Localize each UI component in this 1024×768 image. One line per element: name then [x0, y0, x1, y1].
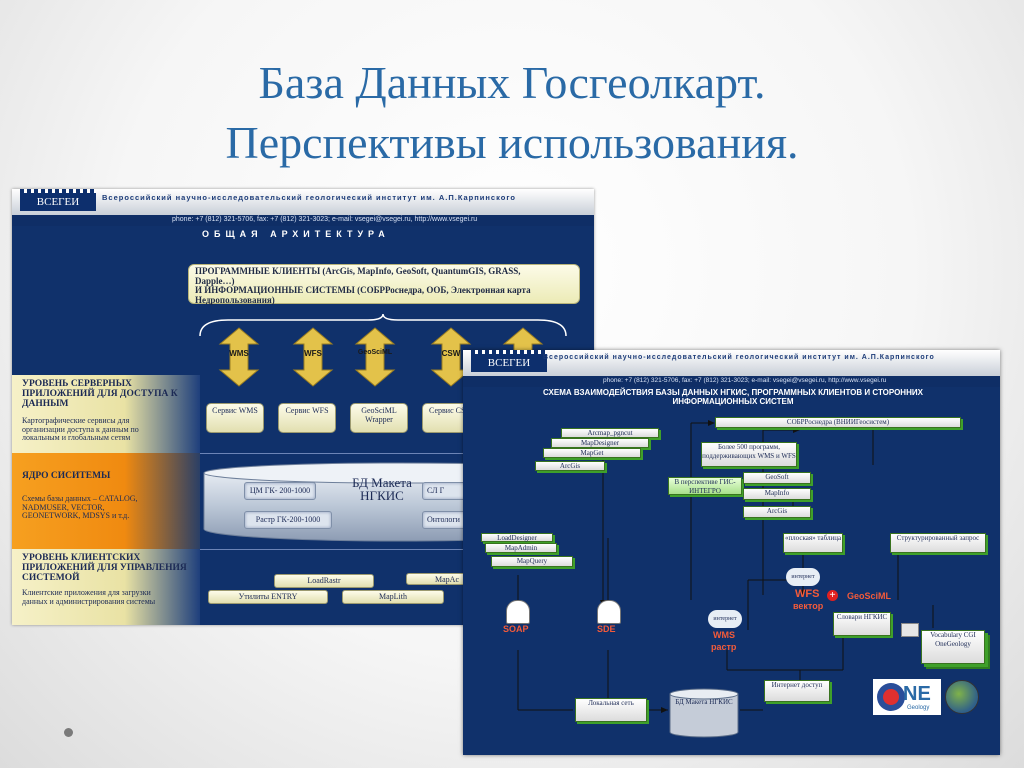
page-title-line2: Перспективы использования.: [225, 117, 799, 168]
flat-table: «плоская» таблица: [783, 533, 843, 553]
loaddesigner: LoadDesigner: [481, 533, 553, 542]
clients-line: И ИНФОРМАЦИОННЫЕ СИСТЕМЫ (СОБРРоснедра, …: [195, 286, 531, 295]
server-level-desc: Картографические сервисы для организации…: [22, 416, 139, 442]
soap-label: SOAP: [503, 624, 529, 634]
server-level-band: УРОВЕНЬ СЕРВЕРНЫХ ПРИЛОЖЕНИЙ ДЛЯ ДОСТУПА…: [12, 375, 200, 453]
wms-label: WMS: [713, 630, 735, 640]
mapquery: MapQuery: [491, 556, 573, 567]
arrow-label: WMS: [229, 349, 249, 358]
server-level-title: УРОВЕНЬ СЕРВЕРНЫХ ПРИЛОЖЕНИЙ ДЛЯ ДОСТУПА…: [22, 379, 178, 409]
csw-arrow: CSW: [430, 327, 472, 387]
clients-line: ПРОГРАММНЫЕ КЛИЕНТЫ (ArcGis, MapInfo, Ge…: [195, 267, 521, 276]
util-entry: Утилиты ENTRY: [208, 590, 328, 604]
contact-text: phone: +7 (812) 321-5706, fax: +7 (812) …: [603, 377, 887, 384]
internet-cloud: интернет: [786, 568, 820, 586]
geosciml-label: GeoSciML: [847, 591, 892, 601]
core-band: ЯДРО СИСИТЕМЫ Схемы базы данных – CATALO…: [12, 453, 200, 549]
mapdesigner: MapDesigner: [551, 438, 649, 448]
band-divider: [200, 453, 594, 454]
wfs-label: WFS: [795, 588, 820, 600]
globe-icon: [945, 680, 979, 714]
arrow-label: WFS: [304, 349, 322, 358]
contact-bar: [12, 215, 594, 226]
arcgis-top: ArcGis: [535, 461, 605, 471]
db-box: Растр ГК-200-1000: [244, 511, 332, 529]
scheme-title-line1: СХЕМА ВЗАИМОДЕЙСТВИЯ БАЗЫ ДАННЫХ НГКИС, …: [543, 388, 923, 397]
raster-label: растр: [711, 642, 737, 652]
service-wms: Сервис WMS: [206, 403, 264, 433]
core-title: ЯДРО СИСИТЕМЫ: [22, 471, 111, 481]
page-title-line1: База Данных Госгеолкарт.: [258, 57, 766, 108]
dictionaries-box: Словари НГКИС: [833, 612, 891, 636]
clients-line: Недропользования): [195, 295, 275, 305]
internet-access-box: Интернет доступ: [764, 680, 830, 702]
geosciml-arrow: GeoSciML: [354, 327, 396, 387]
contact-bar: [463, 376, 1000, 387]
vector-label: вектор: [793, 601, 824, 611]
interaction-slide: ВСЕГЕИ Всероссийский научно-исследовател…: [463, 350, 1000, 755]
architecture-slide: ВСЕГЕИ Всероссийский научно-исследовател…: [12, 189, 594, 625]
sde-icon: [597, 600, 621, 624]
one-logo-sub: Geology: [907, 705, 930, 711]
programs-box: Более 500 программ, поддерживающих WMS и…: [701, 442, 797, 467]
structured-query: Структурированный запрос: [890, 533, 986, 553]
local-net-box: Локальная сеть: [575, 698, 647, 722]
perspective-box: В перспективе ГИС-ИНТЕГРО: [668, 477, 742, 495]
sobr-box: СОБРРоснедра (ВНИИГеосистем): [715, 417, 961, 428]
client-level-title: УРОВЕНЬ КЛИЕНТСКИХ ПРИЛОЖЕНИЙ ДЛЯ УПРАВЛ…: [22, 553, 187, 583]
plus-icon: +: [827, 590, 838, 601]
arrow-label: GeoSciML: [357, 349, 393, 356]
contact-text: phone: +7 (812) 321-5706, fax: +7 (812) …: [172, 216, 478, 223]
mapget: MapGet: [543, 448, 641, 458]
vsegei-logo: ВСЕГЕИ: [471, 350, 547, 372]
client-mapinfo: MapInfo: [743, 488, 811, 500]
client-level-desc: Клиентские приложения для загрузки данны…: [22, 588, 156, 606]
institute-name: Всероссийский научно-исследовательский г…: [543, 354, 935, 361]
client-geosoft: GeoSoft: [743, 472, 811, 484]
soap-icon: [506, 600, 530, 624]
clients-box: ПРОГРАММНЫЕ КЛИЕНТЫ (ArcGis, MapInfo, Ge…: [188, 264, 580, 304]
util-loadrastr: LoadRastr: [274, 574, 374, 588]
db-label: БД Макета НГКИС: [675, 698, 733, 706]
sde-label: SDE: [597, 624, 616, 634]
band-divider: [200, 549, 594, 550]
arcmap-pgncut: Arcmap_pgncut: [561, 428, 659, 438]
slide-header: ВСЕГЕИ Всероссийский научно-исследовател…: [463, 350, 1000, 378]
db-box: ЦМ ГК- 200-1000: [244, 482, 316, 500]
util-maplith: MapLith: [342, 590, 444, 604]
slide-header: ВСЕГЕИ Всероссийский научно-исследовател…: [12, 189, 594, 217]
link-icon: [901, 623, 919, 637]
db-title: БД Макета НГКИС: [352, 475, 412, 503]
mapadmin: MapAdmin: [485, 543, 557, 553]
internet-cloud-2: интернет: [708, 610, 742, 628]
institute-name: Всероссийский научно-исследовательский г…: [102, 193, 516, 202]
architecture-title: ОБЩАЯ АРХИТЕКТУРА: [202, 229, 390, 239]
clients-line: Dapple…): [195, 276, 235, 286]
brace: [199, 313, 567, 337]
core-desc: Схемы базы данных – CATALOG, NADMUSER, V…: [22, 494, 138, 520]
wms-arrow: WMS: [218, 327, 260, 387]
onegeology-logo: NE Geology: [873, 679, 941, 715]
service-geosciml: GeoSciML Wrapper: [350, 403, 408, 433]
client-level-band: УРОВЕНЬ КЛИЕНТСКИХ ПРИЛОЖЕНИЙ ДЛЯ УПРАВЛ…: [12, 549, 200, 625]
slide-bullet: [64, 728, 73, 737]
vocabulary-box: Vocabulary CGI OneGeology: [921, 630, 985, 664]
client-arcgis: ArcGis: [743, 506, 811, 518]
one-logo-text: NE: [903, 683, 931, 705]
scheme-title-line2: ИНФОРМАЦИОННЫХ СИСТЕМ: [672, 397, 794, 406]
service-wfs: Сервис WFS: [278, 403, 336, 433]
db-cylinder: [669, 688, 739, 738]
wfs-arrow: WFS: [292, 327, 334, 387]
arrow-label: CSW: [441, 349, 461, 358]
vsegei-logo: ВСЕГЕИ: [20, 189, 96, 211]
